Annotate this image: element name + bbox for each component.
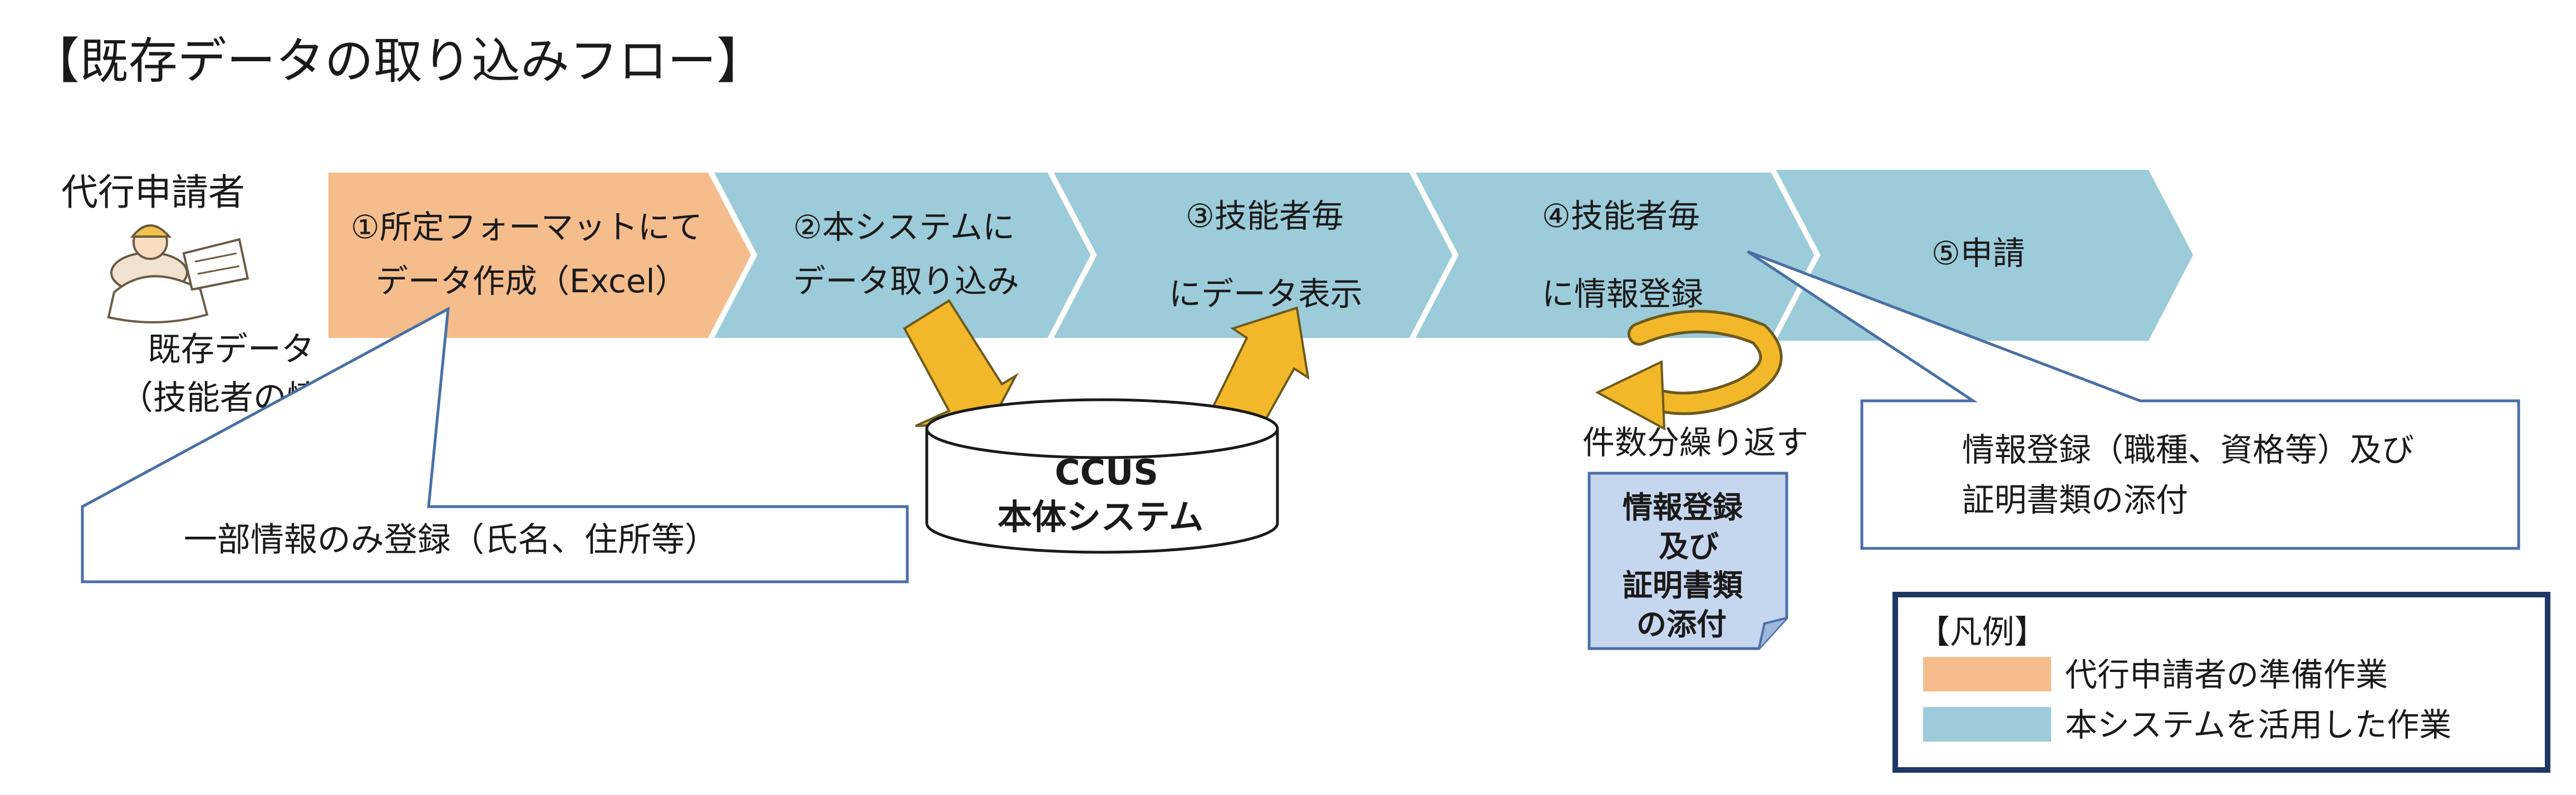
curved-repeat-arrow-icon (1595, 310, 1783, 431)
document-line1: 情報登録 (1623, 490, 1743, 525)
step-3-line1: ③技能者毎 (1186, 197, 1344, 235)
actor-label: 代行申請者 (61, 171, 245, 214)
callout-right-line1: 情報登録（職種、資格等）及び (1962, 431, 2414, 469)
page-title: 【既存データの取り込みフロー】 (31, 32, 765, 90)
step-4-line1: ④技能者毎 (1542, 197, 1700, 235)
step-5-shape (1773, 170, 2193, 341)
legend: 【凡例】 代行申請者の準備作業 本システムを活用した作業 (1892, 592, 2550, 773)
step-4-line2: に情報登録 (1542, 275, 1703, 313)
document-shape (1587, 472, 1788, 650)
step-1-shape (323, 167, 758, 343)
legend-label-system: 本システムを活用した作業 (2065, 706, 2451, 744)
legend-swatch-preparation (1923, 657, 2051, 691)
step-3-shape (1033, 167, 1459, 343)
down-arrow-icon (903, 299, 1019, 427)
database-line2: 本体システム (997, 497, 1203, 537)
step-1-line2: データ作成（Excel） (376, 262, 687, 300)
legend-swatch-system (1923, 707, 2051, 742)
step-5-line1: ⑤申請 (1931, 234, 2025, 272)
step-2-line1: ②本システムに (793, 208, 1015, 246)
document-line3: 証明書類 (1623, 568, 1743, 603)
legend-label-preparation: 代行申請者の準備作業 (2065, 656, 2388, 694)
callout-right: 情報登録（職種、資格等）及び 証明書類の添付 (1747, 250, 2520, 550)
callout-left: 一部情報のみ登録（氏名、住所等） (81, 306, 909, 583)
step-2-line2: データ取り込み (793, 262, 1019, 300)
worker-with-blueprints-icon (107, 224, 249, 323)
callout-right-line2: 証明書類の添付 (1962, 481, 2188, 519)
legend-title: 【凡例】 (1918, 613, 2047, 651)
document-line4: の添付 (1636, 607, 1727, 642)
actor-data-label-line1: 既存データ (148, 330, 314, 369)
repeat-label: 件数分繰り返す (1582, 424, 1808, 462)
document-line2: 及び (1659, 529, 1719, 564)
callout-left-text: 一部情報のみ登録（氏名、住所等） (184, 521, 718, 560)
step-3-line2: にデータ表示 (1169, 275, 1363, 313)
database-cylinder-icon (925, 398, 1279, 554)
step-1-line1: ①所定フォーマットにて (351, 208, 702, 246)
database-line1: CCUS (1055, 452, 1158, 493)
